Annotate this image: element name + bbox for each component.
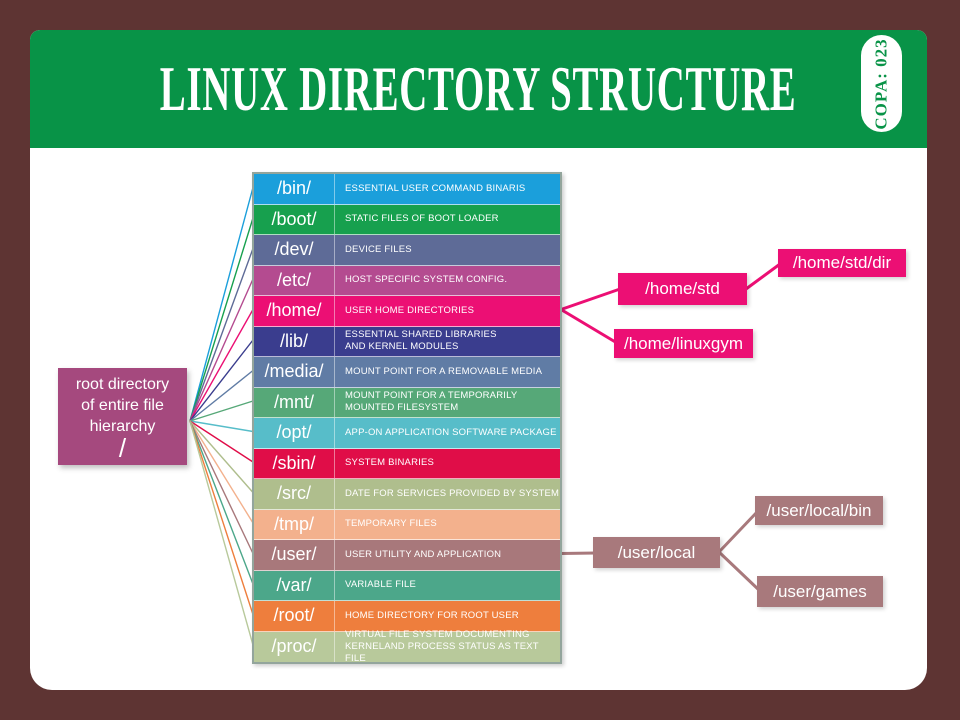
directory-description: DEVICE FILES	[345, 243, 412, 255]
branch-box-user-games: /user/games	[757, 576, 883, 607]
table-row: /boot/ STATIC FILES OF BOOT LOADER	[254, 204, 560, 235]
directory-name: /home/	[254, 296, 335, 326]
header-banner: LINUX DIRECTORY STRUCTURE	[30, 30, 927, 148]
directory-name: /lib/	[254, 326, 335, 356]
directory-description: APP-ON APPLICATION SOFTWARE PACKAGE	[345, 426, 557, 438]
directory-name: /sbin/	[254, 448, 335, 478]
branch-box-home-std: /home/std	[618, 273, 747, 305]
branch-box-user-local-bin: /user/local/bin	[755, 496, 883, 525]
root-box-line3: hierarchy	[89, 418, 156, 435]
directory-description: HOME DIRECTORY FOR ROOT USER	[345, 609, 519, 621]
table-row: /var/ VARIABLE FILE	[254, 570, 560, 601]
table-row: /user/ USER UTILITY AND APPLICATION	[254, 540, 560, 571]
directory-description: VIRTUAL FILE SYSTEM DOCUMENTING KERNELAN…	[345, 628, 539, 664]
table-row: /root/ HOME DIRECTORY FOR ROOT USER	[254, 601, 560, 632]
copa-badge-label: COPA: 023	[871, 37, 891, 130]
directory-name: /tmp/	[254, 509, 335, 539]
directory-name: /media/	[254, 357, 335, 387]
directory-description: VARIABLE FILE	[345, 579, 417, 591]
root-directory-box: root directory of entire file hierarchy …	[58, 368, 187, 465]
directory-description: STATIC FILES OF BOOT LOADER	[345, 213, 499, 225]
table-row: /media/ MOUNT POINT FOR A REMOVABLE MEDI…	[254, 357, 560, 388]
directory-name: /user/	[254, 540, 335, 570]
directory-name: /root/	[254, 601, 335, 631]
directory-name: /src/	[254, 479, 335, 509]
directory-name: /mnt/	[254, 387, 335, 417]
table-row: /dev/ DEVICE FILES	[254, 235, 560, 266]
directory-name: /boot/	[254, 204, 335, 234]
branch-box-user-local: /user/local	[593, 537, 720, 568]
table-row: /tmp/ TEMPORARY FILES	[254, 509, 560, 540]
directory-name: /etc/	[254, 265, 335, 295]
directory-name: /dev/	[254, 235, 335, 265]
directory-name: /opt/	[254, 418, 335, 448]
directory-table: /bin/ ESSENTIAL USER COMMAND BINARIS /bo…	[252, 172, 562, 664]
root-slash-symbol: /	[118, 433, 127, 464]
directory-description: USER HOME DIRECTORIES	[345, 304, 475, 316]
page-title: LINUX DIRECTORY STRUCTURE	[160, 53, 797, 125]
table-row: /mnt/ MOUNT POINT FOR A TEMPORARILY MOUN…	[254, 387, 560, 418]
directory-description: ESSENTIAL SHARED LIBRARIES AND KERNEL MO…	[345, 329, 497, 353]
table-row: /bin/ ESSENTIAL USER COMMAND BINARIS	[254, 174, 560, 205]
directory-description: MOUNT POINT FOR A TEMPORARILY MOUNTED FI…	[345, 390, 518, 414]
directory-description: USER UTILITY AND APPLICATION	[345, 548, 502, 560]
table-row: /home/ USER HOME DIRECTORIES	[254, 296, 560, 327]
directory-description: DATE FOR SERVICES PROVIDED BY SYSTEM	[345, 487, 560, 499]
root-box-line2: of entire file	[81, 396, 164, 414]
copa-badge: COPA: 023	[861, 35, 902, 132]
table-row: /lib/ ESSENTIAL SHARED LIBRARIES AND KER…	[254, 326, 560, 357]
branch-box-home-linuxgym: /home/linuxgym	[614, 329, 753, 358]
branch-box-home-std-dir: /home/std/dir	[778, 249, 906, 277]
directory-description: ESSENTIAL USER COMMAND BINARIS	[345, 182, 526, 194]
table-row: /opt/ APP-ON APPLICATION SOFTWARE PACKAG…	[254, 418, 560, 449]
directory-description: MOUNT POINT FOR A REMOVABLE MEDIA	[345, 365, 543, 377]
table-row: /src/ DATE FOR SERVICES PROVIDED BY SYST…	[254, 479, 560, 510]
table-row: /proc/ VIRTUAL FILE SYSTEM DOCUMENTING K…	[254, 628, 560, 664]
root-box-line1: root directory	[75, 375, 170, 393]
directory-name: /var/	[254, 570, 335, 600]
directory-description: TEMPORARY FILES	[345, 518, 437, 530]
directory-name: /proc/	[254, 631, 335, 662]
table-row: /etc/ HOST SPECIFIC SYSTEM CONFIG.	[254, 265, 560, 296]
table-row: /sbin/ SYSTEM BINARIES	[254, 448, 560, 479]
directory-description: HOST SPECIFIC SYSTEM CONFIG.	[345, 274, 508, 286]
directory-name: /bin/	[254, 174, 335, 204]
directory-description: SYSTEM BINARIES	[345, 457, 435, 469]
